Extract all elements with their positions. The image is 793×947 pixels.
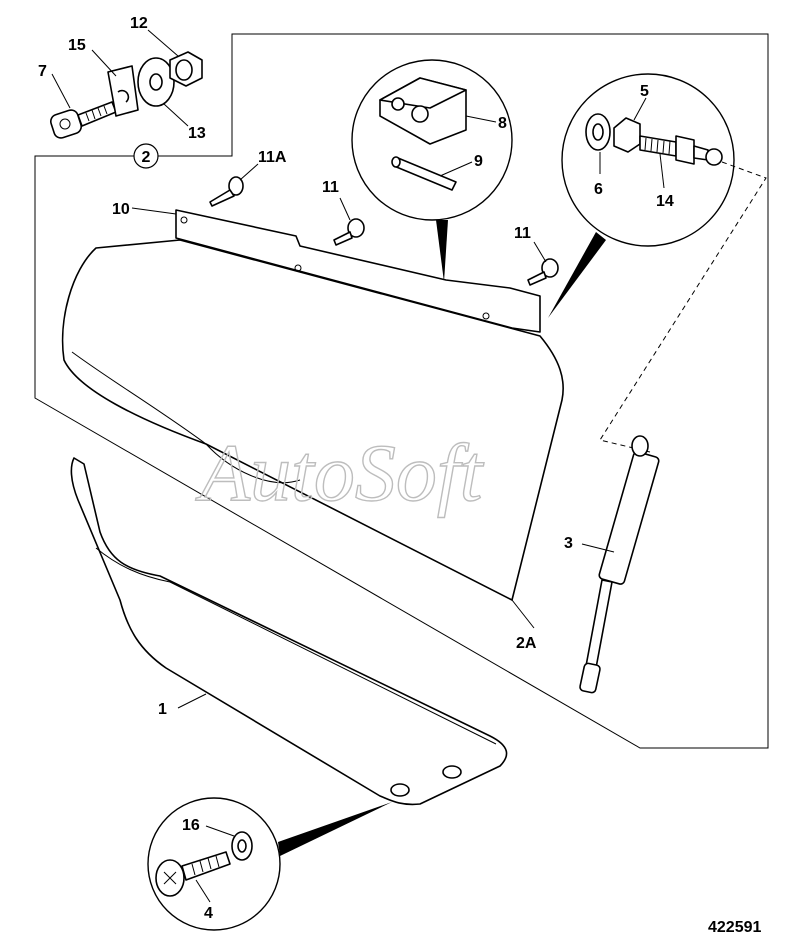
leader-8 [465,115,497,123]
leader-7 [51,73,71,109]
leader-2a [511,599,535,629]
pin-9 [391,156,457,191]
washer-16 [231,831,253,861]
label-11-middle: 11 [322,179,339,196]
label-1: 1 [158,701,167,718]
hinge-block-8 [379,77,467,145]
label-9: 9 [474,153,483,170]
stud-14 [639,135,723,166]
leader-5 [633,97,647,121]
gas-strut-3 [579,435,660,694]
door-panel-2a [61,239,564,601]
screw-11-middle [333,218,365,246]
label-8: 8 [498,115,507,132]
leader-9 [439,161,473,177]
washer-13 [137,57,175,107]
label-6: 6 [594,181,603,198]
screw-7 [49,101,117,139]
leader-4 [195,879,211,903]
nut-12 [169,51,203,87]
label-3: 3 [564,535,573,552]
dashed-connector [599,161,767,453]
label-7: 7 [38,63,47,80]
screw-11a [209,176,244,207]
leader-12 [147,29,179,57]
leader-3 [581,543,615,553]
leader-11-right [533,241,547,263]
leader-14 [659,153,665,189]
screw-4 [155,851,231,897]
leader-15 [91,49,117,77]
label-13: 13 [188,125,206,142]
watermark-text: AutoSoft [195,427,485,518]
leader-16 [205,825,235,837]
leader-10 [131,207,177,215]
label-12: 12 [130,15,148,32]
callout-circle-2 [133,143,159,169]
label-15: 15 [68,37,86,54]
label-2a: 2A [516,635,537,652]
leader-11a [239,163,259,181]
lock-washer-6 [585,113,611,151]
leader-11-middle [339,197,351,221]
label-14: 14 [656,193,674,210]
pointer-wedge-4-16 [278,802,392,856]
label-2: 2 [142,149,151,166]
label-16: 16 [182,817,200,834]
group-boundary-outline [34,33,769,749]
figure-number: 422591 [708,919,761,936]
plate-15 [107,65,139,117]
label-4: 4 [204,905,213,922]
label-5: 5 [640,83,649,100]
label-11-right: 11 [514,225,531,242]
screw-11-right [527,258,559,286]
label-11a: 11A [258,149,287,166]
leader-13 [163,103,189,127]
label-10: 10 [112,201,130,218]
cover-1 [70,457,508,806]
pointer-wedge-5-6-14 [548,232,606,318]
leader-1 [177,693,207,709]
pointer-wedge-8-9 [436,220,448,282]
